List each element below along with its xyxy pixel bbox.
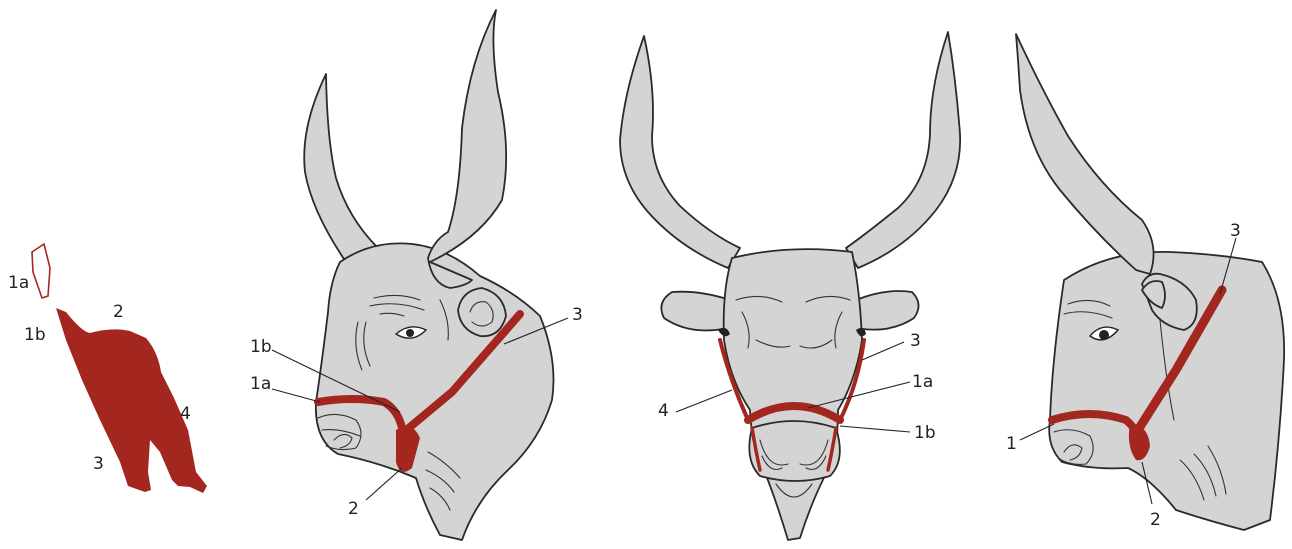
fragment-label-2: 2 [113, 302, 124, 322]
front-leader-3 [862, 342, 904, 360]
fragment-label-4: 4 [180, 404, 191, 424]
front-head-shape [724, 249, 862, 540]
left-profile-head: 1b 1a 2 3 [250, 10, 583, 540]
front-ear-left [661, 292, 730, 331]
left-label-1b: 1b [250, 337, 272, 357]
left-leader-1a [272, 389, 320, 402]
fragment-label-1a: 1a [8, 273, 29, 293]
fragment-label-3: 3 [93, 454, 104, 474]
front-horn-right [846, 32, 960, 268]
fragment-label-1b: 1b [24, 325, 46, 345]
left-label-2: 2 [348, 499, 359, 519]
front-leader-4 [676, 390, 732, 412]
front-ear-right [856, 291, 919, 330]
right-label-2: 2 [1150, 510, 1161, 530]
fragment-piece-main [56, 308, 207, 493]
fragment-piece-1a [32, 244, 50, 298]
left-leader-2 [366, 468, 402, 500]
left-horn-back [304, 74, 378, 262]
fragment-group: 1a 1b 2 3 4 [8, 244, 207, 493]
front-label-1b: 1b [914, 423, 936, 443]
front-label-4: 4 [658, 401, 669, 421]
right-horn [1016, 34, 1154, 274]
right-label-1: 1 [1006, 434, 1017, 454]
front-horn-left [620, 36, 740, 268]
front-head: 3 1a 1b 4 [620, 32, 960, 540]
left-pupil [406, 329, 414, 337]
right-label-3: 3 [1230, 221, 1241, 241]
front-leader-1b [840, 426, 910, 432]
left-head-shape [316, 243, 554, 540]
right-pupil [1099, 330, 1109, 340]
left-horn-front [428, 10, 506, 288]
left-label-3: 3 [572, 305, 583, 325]
right-profile-head: 3 1 2 [1006, 34, 1284, 530]
front-muzzle [749, 421, 840, 481]
left-label-1a: 1a [250, 374, 271, 394]
front-label-3: 3 [910, 331, 921, 351]
front-label-1a: 1a [912, 372, 933, 392]
